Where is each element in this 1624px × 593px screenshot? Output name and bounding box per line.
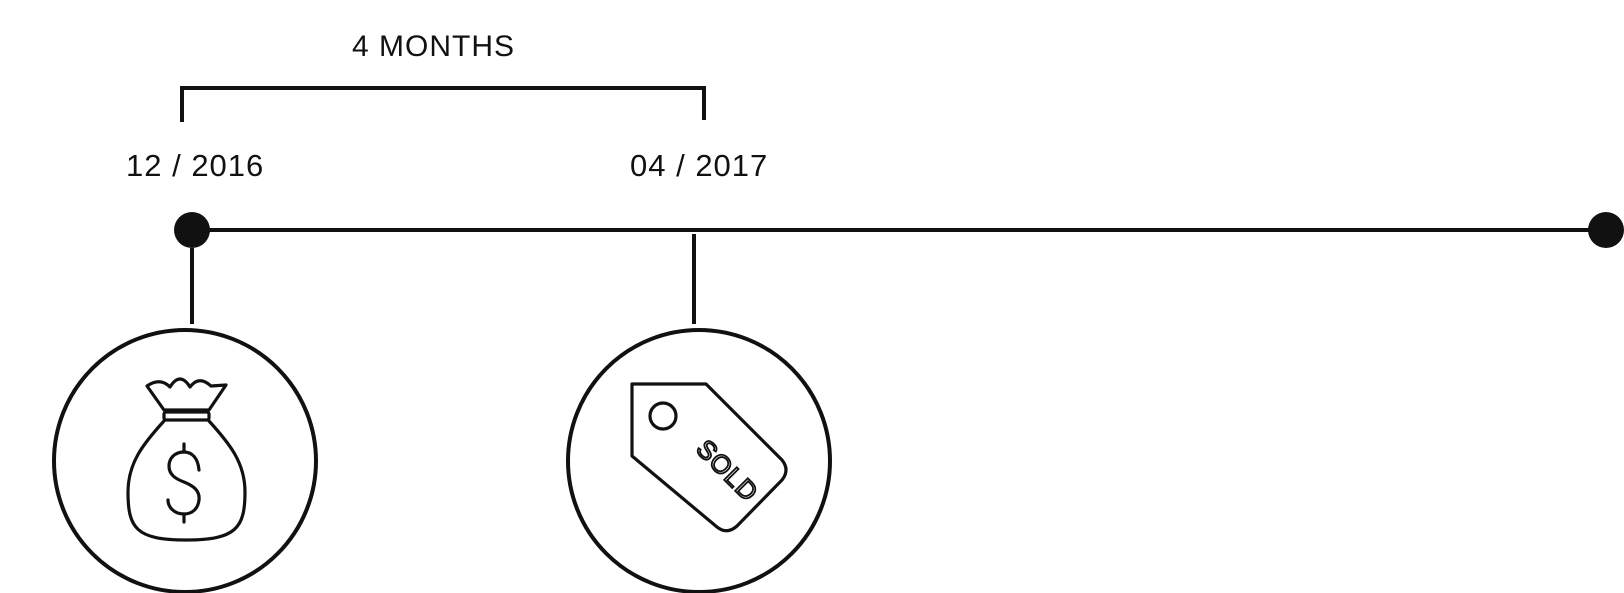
event-1-circle [52,328,318,593]
sold-tag-text: SOLD [690,433,764,507]
timeline-start-dot [174,212,210,248]
money-bag-icon [126,377,247,542]
duration-label: 4 MONTHS [352,30,516,63]
event-2-circle [566,328,832,593]
duration-bracket [180,86,706,122]
sold-tag-icon [630,382,788,533]
timeline-end-dot [1588,212,1624,248]
event-date-2: 04 / 2017 [630,148,769,183]
event-date-1: 12 / 2016 [126,148,265,183]
